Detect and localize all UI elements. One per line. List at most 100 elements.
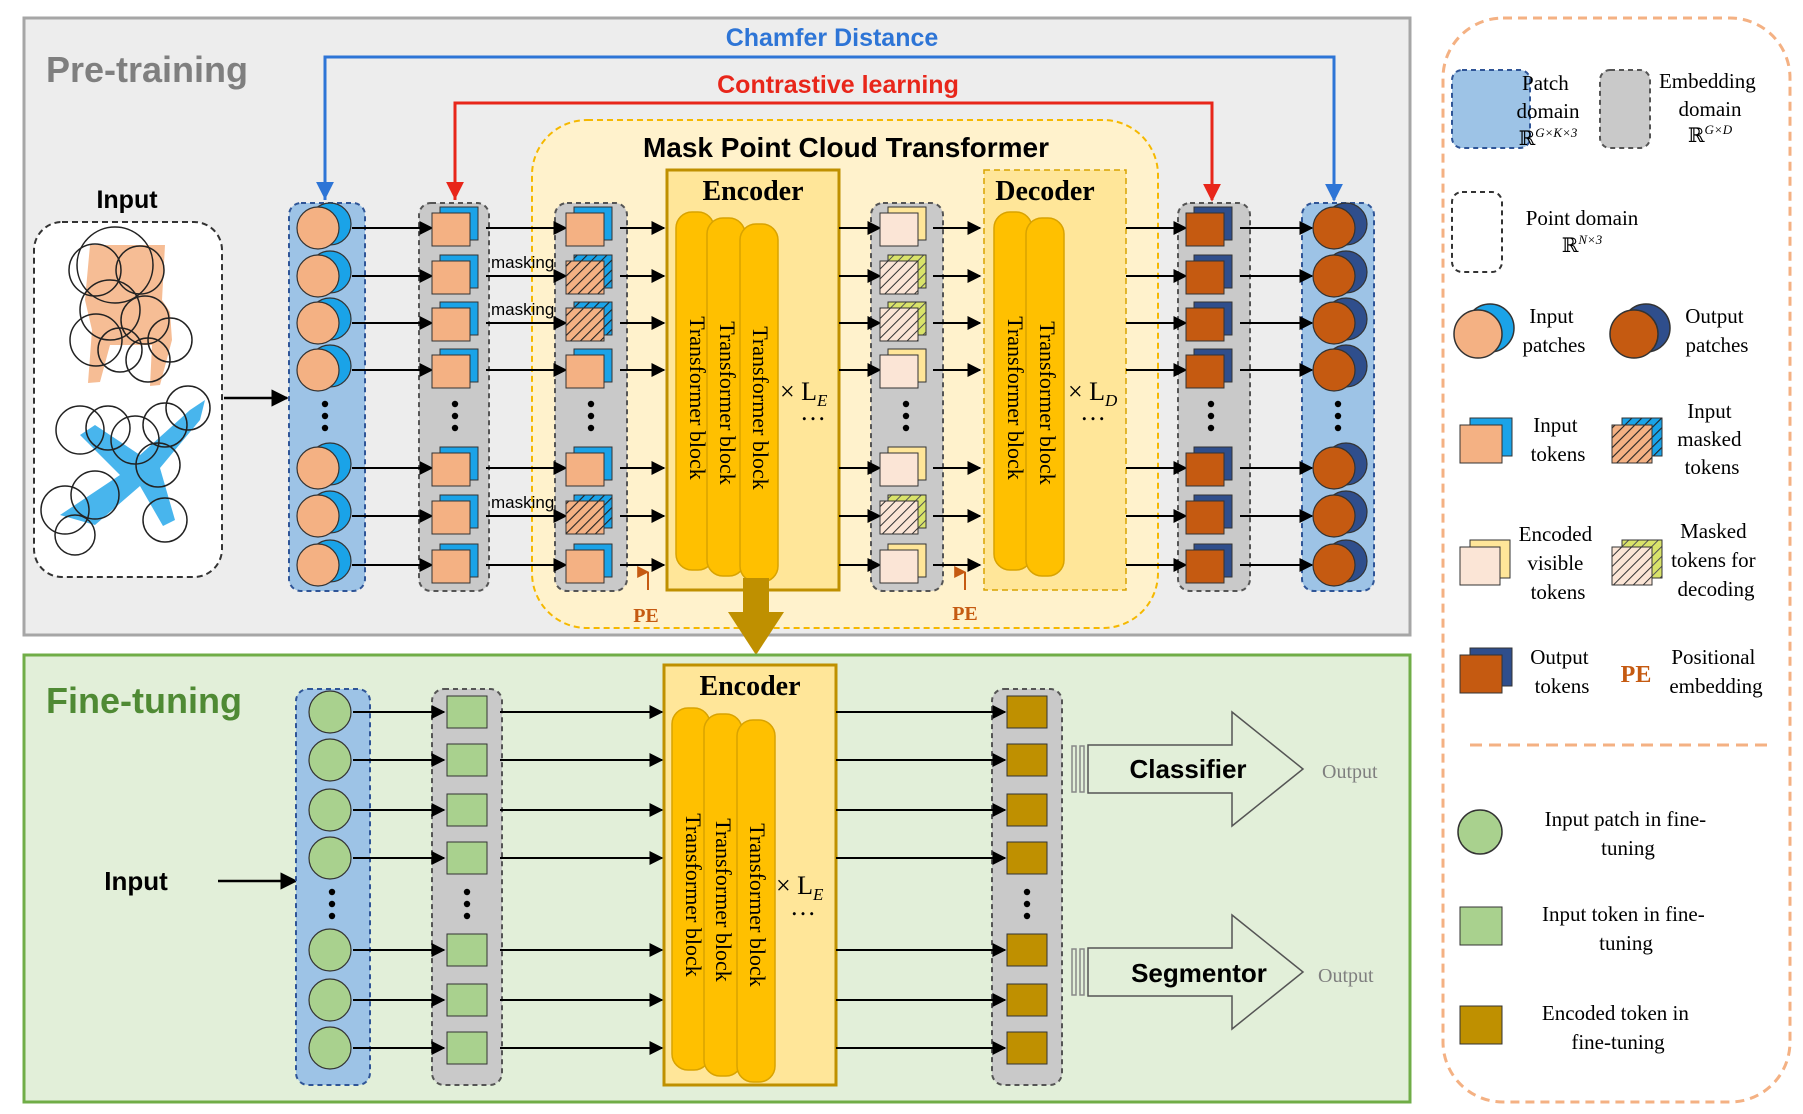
encoder-ellipsis: … xyxy=(800,397,826,426)
legend-masked-token-swatch xyxy=(1611,417,1663,464)
input-token xyxy=(431,254,479,295)
pe-label-decoder: PE xyxy=(952,603,978,625)
classifier-arrow: Classifier xyxy=(1071,710,1305,828)
legend-point-domain-math: ℝN×3 xyxy=(1562,232,1603,257)
visible-token xyxy=(565,348,613,389)
ft-input-patch xyxy=(308,978,352,1022)
masking-label: masking xyxy=(491,300,554,319)
output-patch xyxy=(1312,490,1368,538)
masked-token xyxy=(565,494,613,535)
classifier-output-label: Output xyxy=(1322,761,1378,783)
input-token xyxy=(431,348,479,389)
output-patch xyxy=(1312,297,1368,345)
airplane-point-cloud xyxy=(40,385,211,556)
output-patch xyxy=(1312,344,1368,392)
output-token xyxy=(1185,543,1233,584)
legend-ft-encoded-swatch xyxy=(1459,1005,1503,1045)
legend-input-token-swatch xyxy=(1459,417,1513,464)
finetune-input-label: Input xyxy=(104,866,168,896)
legend-patch-domain-math: ℝG×K×3 xyxy=(1519,125,1578,150)
ft-encoded-token xyxy=(1006,841,1048,875)
ellipsis-dots xyxy=(451,400,459,432)
finetuning-panel: Fine-tuning Input Encoder Transformer bl… xyxy=(22,653,1412,1104)
ft-encoded-token xyxy=(1006,1031,1048,1065)
input-tokens-column xyxy=(418,202,490,592)
ft-encoded-token xyxy=(1006,933,1048,967)
ft-block-3-label: Transformer block xyxy=(745,823,770,987)
masking-label: masking xyxy=(491,253,554,272)
ft-input-token xyxy=(446,841,488,875)
pretraining-panel: Pre-training Chamfer Distance Contrastiv… xyxy=(22,16,1412,637)
encoded-visible-token xyxy=(879,348,927,389)
legend-point-domain-swatch xyxy=(1451,191,1503,273)
legend-embedding-domain-math: ℝG×D xyxy=(1688,122,1733,147)
input-token xyxy=(431,446,479,487)
ft-ellipsis-dots xyxy=(328,888,336,920)
input-patch xyxy=(296,539,352,587)
legend-ft-patch-label: Input patch in fine- tuning xyxy=(1545,807,1712,860)
legend-output-tokens-label: Output tokens xyxy=(1530,645,1594,698)
ft-block-2-label: Transformer block xyxy=(711,818,736,982)
legend-input-patches-label: Input patches xyxy=(1523,304,1586,357)
input-patch xyxy=(296,490,352,538)
output-token xyxy=(1185,301,1233,342)
encoder-block-3-label: Transformer block xyxy=(748,326,773,490)
output-token xyxy=(1185,348,1233,389)
pretraining-title: Pre-training xyxy=(46,49,248,90)
ft-encoder-title: Encoder xyxy=(699,671,800,702)
mpct-title: Mask Point Cloud Transformer xyxy=(643,132,1049,163)
point-cloud-box xyxy=(33,221,223,578)
input-patch xyxy=(296,297,352,345)
ft-input-patch xyxy=(308,1026,352,1070)
legend-patch-domain-swatch xyxy=(1451,69,1531,149)
legend-input-patch-swatch xyxy=(1453,303,1515,359)
ft-encoder-blocks: Transformer block Transformer block Tran… xyxy=(671,707,776,1083)
decoding-masked-token xyxy=(879,494,927,535)
input-patches-column xyxy=(288,202,366,592)
ft-ellipsis-dots xyxy=(463,888,471,920)
output-patch xyxy=(1312,202,1368,250)
encoder-blocks: Transformer block Transformer block Tran… xyxy=(675,211,779,583)
legend-encoded-visible-tokens-label: Encoded visible tokens xyxy=(1519,522,1598,604)
visible-token xyxy=(565,543,613,584)
legend-ft-patch-swatch xyxy=(1457,809,1503,855)
visible-token xyxy=(565,206,613,247)
ft-input-token xyxy=(446,933,488,967)
chair-point-cloud xyxy=(68,226,193,386)
contrastive-label: Contrastive learning xyxy=(717,71,959,99)
ft-input-patch xyxy=(308,690,352,734)
segmentor-label: Segmentor xyxy=(1131,958,1267,988)
masked-token xyxy=(565,301,613,342)
ft-input-token xyxy=(446,743,488,777)
decoder-ellipsis: … xyxy=(1080,397,1106,426)
legend-input-masked-tokens-label: Input masked tokens xyxy=(1677,399,1746,479)
ft-block-1-label: Transformer block xyxy=(681,813,706,977)
ft-encoder-ellipsis: … xyxy=(790,892,816,921)
input-token xyxy=(431,206,479,247)
masked-token xyxy=(565,254,613,295)
ellipsis-dots xyxy=(321,400,329,432)
ft-encoder-repeat: × LE xyxy=(776,871,824,904)
legend-panel: Patch domain ℝG×K×3 Embedding domain ℝG×… xyxy=(1441,16,1792,1104)
legend-output-patches-label: Output patches xyxy=(1685,304,1749,357)
legend-masked-decoding-swatch xyxy=(1611,539,1663,586)
decoder-block-1-label: Transformer block xyxy=(1003,316,1028,480)
output-token xyxy=(1185,446,1233,487)
ft-input-token xyxy=(446,983,488,1017)
decoder-title: Decoder xyxy=(995,176,1095,207)
masked-tokens-column xyxy=(554,202,628,592)
encoder-transfer-arrow xyxy=(728,578,784,655)
output-token xyxy=(1185,254,1233,295)
segmentor-arrow: Segmentor xyxy=(1071,913,1305,1031)
output-patch xyxy=(1312,250,1368,298)
encoded-visible-token xyxy=(879,543,927,584)
input-token xyxy=(431,543,479,584)
classifier-label: Classifier xyxy=(1129,754,1246,784)
output-patch xyxy=(1312,539,1368,587)
segmentor-output-label: Output xyxy=(1318,965,1374,987)
ft-encoded-token xyxy=(1006,793,1048,827)
ft-input-patch xyxy=(308,836,352,880)
output-token xyxy=(1185,494,1233,535)
legend-input-tokens-label: Input tokens xyxy=(1531,413,1586,466)
